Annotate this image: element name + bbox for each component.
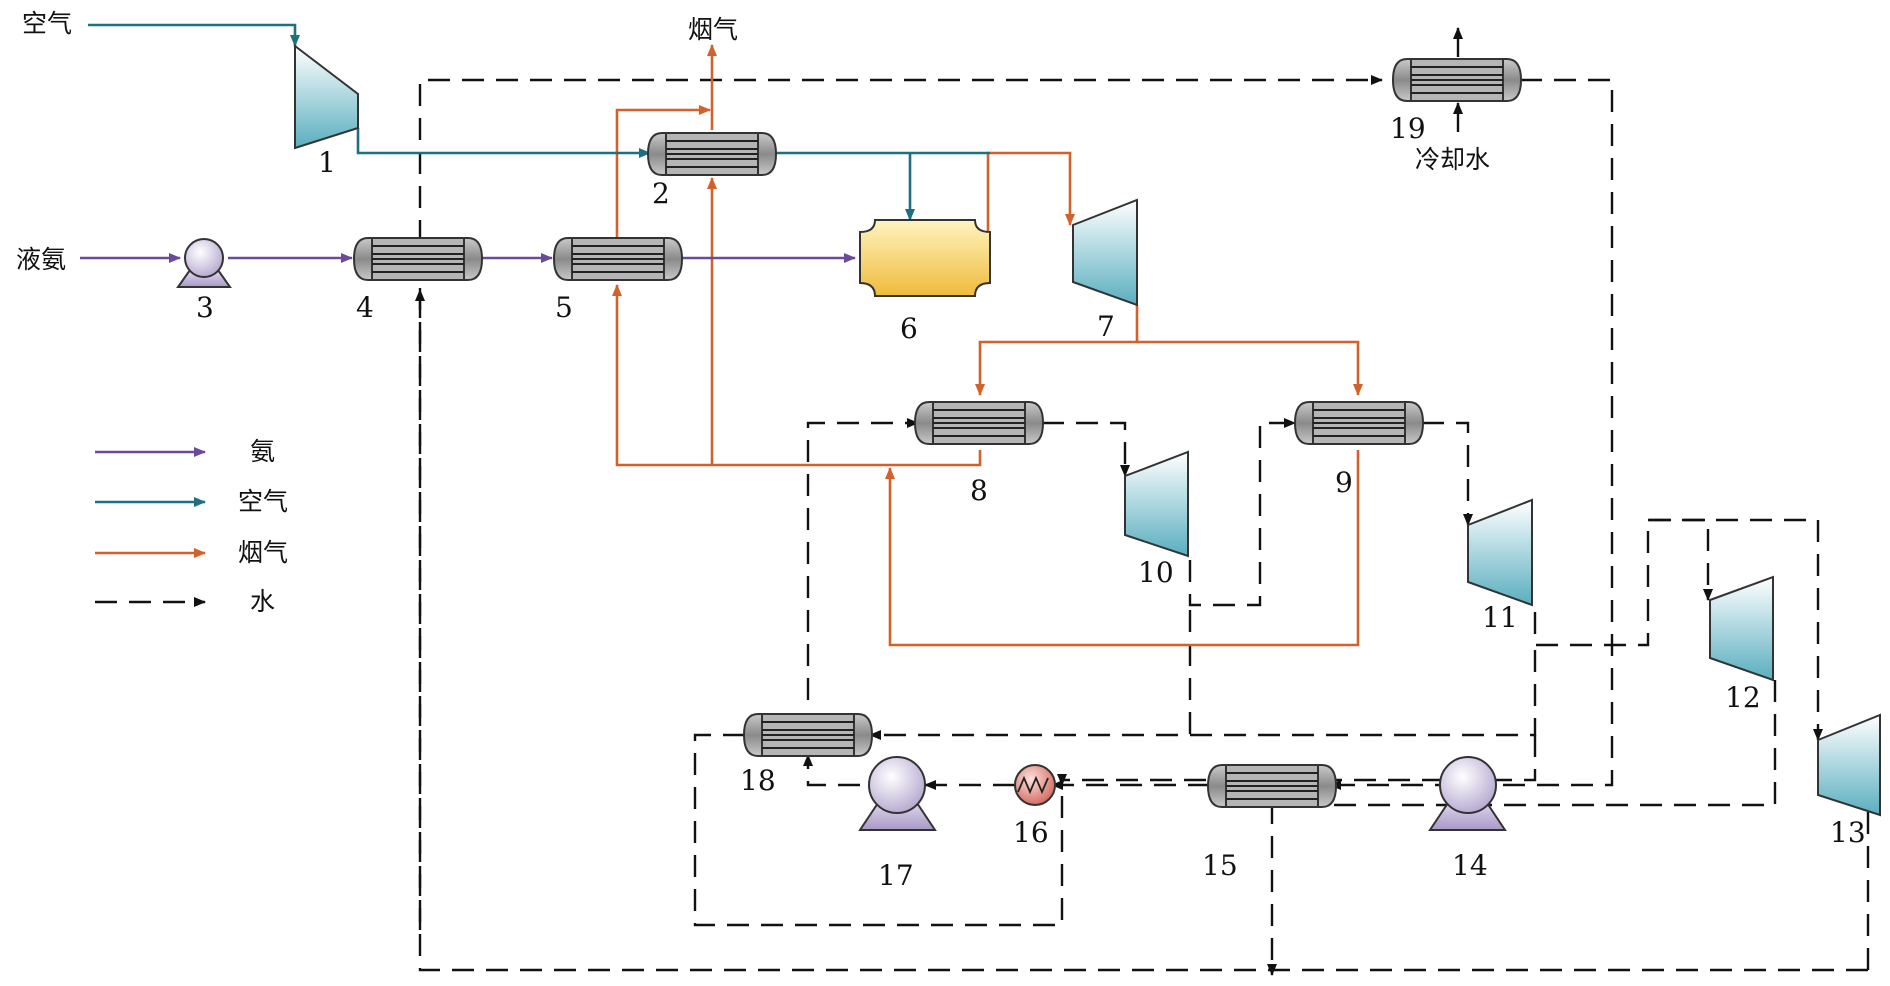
air-2-to-6 xyxy=(776,151,990,220)
pump-3-icon xyxy=(184,238,224,278)
component-1-label: 1 xyxy=(318,146,336,179)
legend-label-water: 水 xyxy=(250,587,275,616)
component-14-label: 14 xyxy=(1452,849,1488,882)
component-19-label: 19 xyxy=(1390,112,1426,145)
condenser-19-icon xyxy=(1392,58,1522,102)
water-18-to-8 xyxy=(806,418,919,700)
legend-item-water: 水 xyxy=(95,587,275,616)
component-19: 19 冷却水 xyxy=(1390,27,1522,174)
flue-to-9 xyxy=(1137,340,1363,396)
component-8: 8 xyxy=(914,401,1044,507)
heater-16-coil-icon xyxy=(1017,775,1049,795)
water-18-loop xyxy=(693,733,1064,927)
component-6: 6 xyxy=(859,219,991,345)
heat-exchanger-5-icon xyxy=(553,237,683,281)
flue-9-loop xyxy=(885,450,1360,647)
component-2-label: 2 xyxy=(652,177,670,210)
legend-label-air: 空气 xyxy=(238,487,288,516)
ammonia-inlet-label: 液氨 xyxy=(16,245,66,274)
component-15-label: 15 xyxy=(1202,849,1238,882)
component-7-label: 7 xyxy=(1097,310,1115,343)
heat-exchanger-8-icon xyxy=(914,401,1044,445)
legend-item-flue: 烟气 xyxy=(95,538,288,567)
turbine-10-icon xyxy=(1124,450,1189,558)
heat-exchanger-2-icon xyxy=(647,132,777,176)
combustor-6-icon xyxy=(859,219,991,297)
component-10: 10 xyxy=(1124,450,1189,589)
heat-exchanger-9-icon xyxy=(1294,401,1424,445)
component-3: 3 xyxy=(176,238,232,324)
component-8-label: 8 xyxy=(970,474,988,507)
component-3-label: 3 xyxy=(196,291,214,324)
compressor-1-icon xyxy=(294,43,359,150)
pump-17-icon xyxy=(868,756,926,814)
component-7: 7 xyxy=(1072,198,1138,343)
heat-exchanger-18-icon xyxy=(743,713,873,757)
water-12-out xyxy=(1275,680,1777,807)
heater-16-icon xyxy=(1014,764,1056,806)
component-5-label: 5 xyxy=(555,291,573,324)
component-18: 18 xyxy=(740,713,873,797)
water-10-to-9 xyxy=(1188,418,1296,607)
component-17: 17 xyxy=(858,756,937,892)
component-16: 16 xyxy=(1013,764,1056,849)
heat-exchanger-4-icon xyxy=(353,237,483,281)
component-11: 11 xyxy=(1467,498,1533,634)
component-15: 15 xyxy=(1202,764,1337,882)
component-18-label: 18 xyxy=(740,764,776,797)
water-11-branch xyxy=(1533,518,1713,647)
component-10-label: 10 xyxy=(1138,556,1174,589)
legend-label-flue: 烟气 xyxy=(238,538,288,567)
water-8-to-10 xyxy=(1042,421,1130,477)
flue-5-to-stack xyxy=(615,105,711,238)
legend-item-air: 空气 xyxy=(95,487,288,516)
legend-item-ammonia: 氨 xyxy=(95,437,275,466)
turbine-7-icon xyxy=(1072,198,1138,307)
component-12-label: 12 xyxy=(1725,681,1761,714)
component-9: 9 xyxy=(1294,401,1424,499)
component-6-label: 6 xyxy=(900,312,918,345)
air-1-to-2 xyxy=(356,128,651,158)
flue-7-split xyxy=(975,305,1139,396)
heat-exchanger-15-icon xyxy=(1207,764,1337,808)
water-tap-12-13 xyxy=(1648,518,1823,741)
component-4-label: 4 xyxy=(356,291,374,324)
component-17-label: 17 xyxy=(878,859,914,892)
air-lines xyxy=(88,23,990,220)
component-13-label: 13 xyxy=(1830,816,1866,849)
component-5: 5 xyxy=(553,237,683,324)
component-1: 1 xyxy=(294,43,359,179)
water-17-to-18 xyxy=(803,754,860,787)
water-11-to-18 xyxy=(869,650,1537,740)
turbine-11-icon xyxy=(1467,498,1533,607)
component-9-label: 9 xyxy=(1335,466,1353,499)
legend-label-ammonia: 氨 xyxy=(250,437,275,466)
component-4: 4 xyxy=(353,237,483,324)
turbine-13-icon xyxy=(1817,713,1881,817)
flue-6-to-7 xyxy=(986,151,1075,262)
turbine-12-icon xyxy=(1709,575,1774,682)
water-9-to-11 xyxy=(1422,421,1473,526)
flue-gas-outlet-label: 烟气 xyxy=(688,15,738,44)
component-2: 2 xyxy=(647,132,777,210)
component-16-label: 16 xyxy=(1013,816,1049,849)
pump-14-icon xyxy=(1439,756,1497,814)
legend: 氨 空气 烟气 水 xyxy=(95,437,288,616)
component-12: 12 xyxy=(1709,575,1774,714)
flue-8-to-5 xyxy=(612,284,982,467)
cooling-water-label: 冷却水 xyxy=(1415,145,1490,174)
air-in-line xyxy=(88,23,300,47)
air-inlet-label: 空气 xyxy=(22,9,72,38)
component-11-label: 11 xyxy=(1482,601,1518,634)
component-14: 14 xyxy=(1428,756,1507,882)
component-13: 13 xyxy=(1817,713,1881,849)
